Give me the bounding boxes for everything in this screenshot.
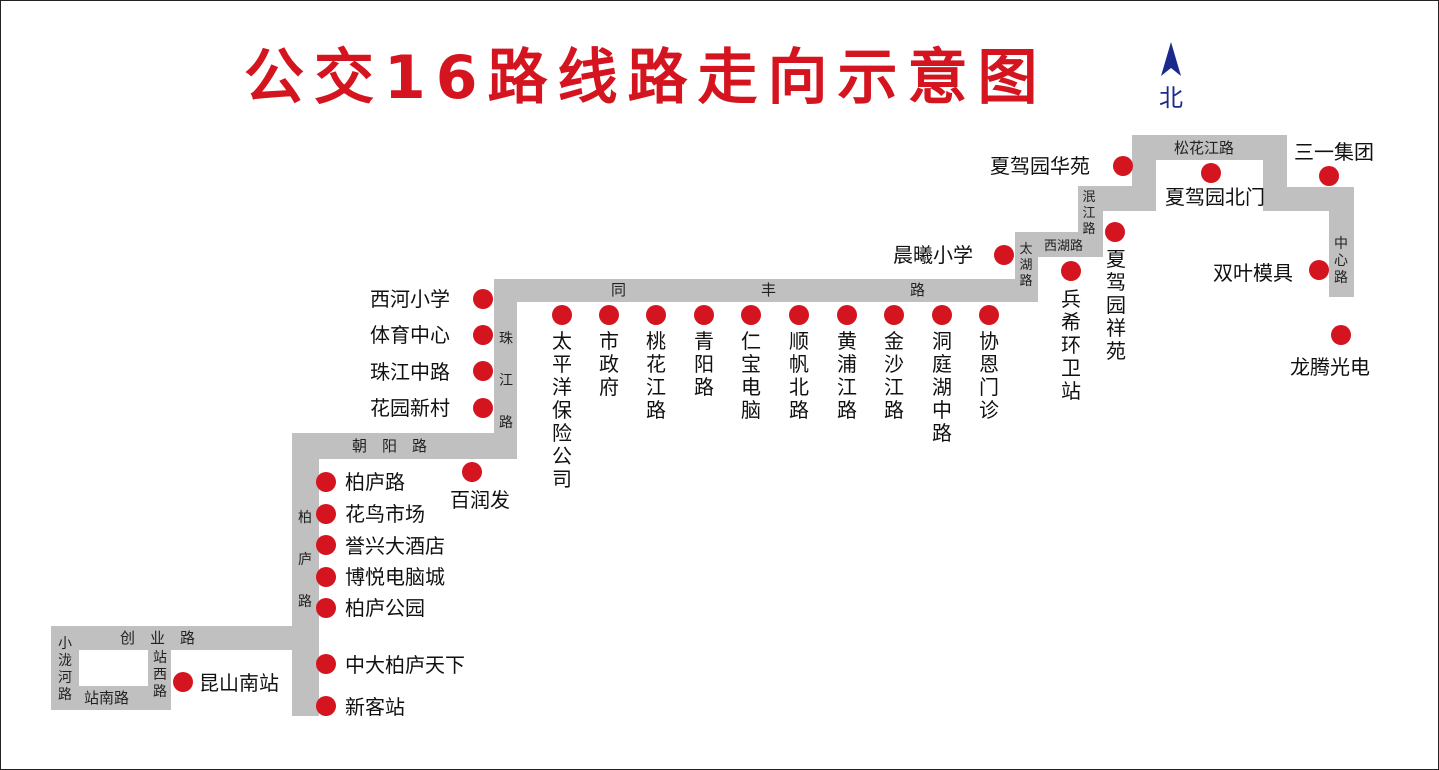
stop-label-bailugongyuan: 柏庐公园 xyxy=(345,596,425,620)
map-title: 公交16路线路走向示意图 xyxy=(244,43,1048,113)
road-label-tongfeng-2: 丰 xyxy=(761,281,777,299)
stop-label-huayuan2: 夏驾园华苑 xyxy=(990,154,1090,178)
route-band xyxy=(51,135,1354,716)
north-arrow-icon xyxy=(1161,42,1181,76)
stop-marker-bingxi xyxy=(1061,261,1081,281)
stop-label-longteng: 龙腾光电 xyxy=(1290,355,1370,379)
stop-marker-bairunfa xyxy=(462,462,482,482)
road-label-zhanxi: 站西路 xyxy=(153,650,167,700)
stop-marker-longteng xyxy=(1331,325,1351,345)
road-label-xihu: 西湖路 xyxy=(1044,239,1084,254)
stop-marker-tiyu xyxy=(473,325,493,345)
stop-label-dongting: 洞庭湖中路 xyxy=(932,329,952,445)
road-label-chuangye: 创 业 路 xyxy=(120,629,196,647)
stop-label-qingyang: 青阳路 xyxy=(694,329,714,399)
stop-label-sanyi: 三一集团 xyxy=(1294,140,1374,164)
stop-marker-xihexiaoxue xyxy=(473,289,493,309)
road-label-xiaoluhe: 小泷河路 xyxy=(58,636,72,703)
stop-marker-huaniao xyxy=(316,504,336,524)
stop-marker-xinke xyxy=(316,696,336,716)
stop-label-jinsha: 金沙江路 xyxy=(884,329,904,422)
stop-marker-shunfan xyxy=(789,305,809,325)
stop-marker-sanyi xyxy=(1319,166,1339,186)
stop-label-bailulu: 柏庐路 xyxy=(345,470,405,494)
stop-label-bingxi: 兵希环卫站 xyxy=(1061,287,1081,403)
stop-marker-xiangyuan xyxy=(1105,222,1125,242)
stop-label-xieen: 协恩门诊 xyxy=(979,329,999,422)
stop-markers xyxy=(173,156,1351,716)
stop-marker-zhujiangzhong xyxy=(473,361,493,381)
stop-marker-taipingyang xyxy=(552,305,572,325)
road-label-tongfeng-3: 路 xyxy=(910,281,926,299)
stop-label-xiangyuan: 夏驾园祥苑 xyxy=(1106,247,1126,363)
road-label-zhujiang: 珠江路 xyxy=(499,331,513,431)
stop-label-chenxi: 晨曦小学 xyxy=(893,243,973,267)
stop-marker-xieen xyxy=(979,305,999,325)
stop-marker-taohua xyxy=(646,305,666,325)
stop-label-taohua: 桃花江路 xyxy=(646,329,666,422)
stop-marker-renbao xyxy=(741,305,761,325)
stop-label-shuangye: 双叶模具 xyxy=(1213,261,1293,285)
stop-label-zhongda: 中大柏庐天下 xyxy=(345,653,465,677)
stop-label-tiyu: 体育中心 xyxy=(370,323,450,347)
stop-marker-huayuan2 xyxy=(1113,156,1133,176)
stop-label-xinke: 新客站 xyxy=(345,695,405,719)
stop-marker-yuxing xyxy=(316,535,336,555)
road-label-chaoyang: 朝 阳 路 xyxy=(352,437,428,455)
stop-label-shizhengfu: 市政府 xyxy=(599,329,619,399)
stop-label-shunfan: 顺帆北路 xyxy=(789,329,809,422)
stop-marker-shizhengfu xyxy=(599,305,619,325)
road-label-taihu: 太湖路 xyxy=(1019,242,1033,289)
stop-marker-chenxi xyxy=(994,245,1014,265)
stop-label-yuxing: 誉兴大酒店 xyxy=(345,534,445,558)
north-label: 北 xyxy=(1159,84,1183,112)
stop-marker-huangpu xyxy=(837,305,857,325)
stop-marker-bailulu xyxy=(316,472,336,492)
stop-label-huangpu: 黄浦江路 xyxy=(837,329,857,422)
stop-marker-kunshannan xyxy=(173,672,193,692)
road-label-songhuajiang: 松花江路 xyxy=(1174,139,1235,157)
road-label-zhannan: 站南路 xyxy=(84,689,130,707)
stop-label-bairunfa: 百润发 xyxy=(450,488,510,512)
stop-label-beimen: 夏驾园北门 xyxy=(1165,185,1265,209)
stop-marker-bailugongyuan xyxy=(316,598,336,618)
stop-marker-dongting xyxy=(932,305,952,325)
stop-label-renbao: 仁宝电脑 xyxy=(741,329,761,422)
north-indicator: 北 xyxy=(1154,40,1188,112)
stop-marker-beimen xyxy=(1201,163,1221,183)
road-label-bailu: 柏庐路 xyxy=(298,510,312,610)
stop-label-xihexiaoxue: 西河小学 xyxy=(370,287,450,311)
stop-label-boyue: 博悦电脑城 xyxy=(345,565,445,589)
stop-marker-jinsha xyxy=(884,305,904,325)
stop-label-huaniao: 花鸟市场 xyxy=(345,502,425,526)
road-label-minjiang: 泯江路 xyxy=(1082,190,1096,237)
stop-marker-qingyang xyxy=(694,305,714,325)
stop-label-huayuan: 花园新村 xyxy=(370,396,450,420)
stop-marker-huayuan xyxy=(473,398,493,418)
stop-label-zhujiangzhong: 珠江中路 xyxy=(370,360,450,384)
stop-marker-zhongda xyxy=(316,654,336,674)
stop-label-taipingyang: 太平洋保险公司 xyxy=(552,329,572,491)
road-label-tongfeng-1: 同 xyxy=(611,281,627,299)
stop-marker-shuangye xyxy=(1309,260,1329,280)
stop-label-kunshannan: 昆山南站 xyxy=(199,671,279,695)
stop-marker-boyue xyxy=(316,567,336,587)
road-label-zhongxin: 中心路 xyxy=(1334,236,1348,286)
